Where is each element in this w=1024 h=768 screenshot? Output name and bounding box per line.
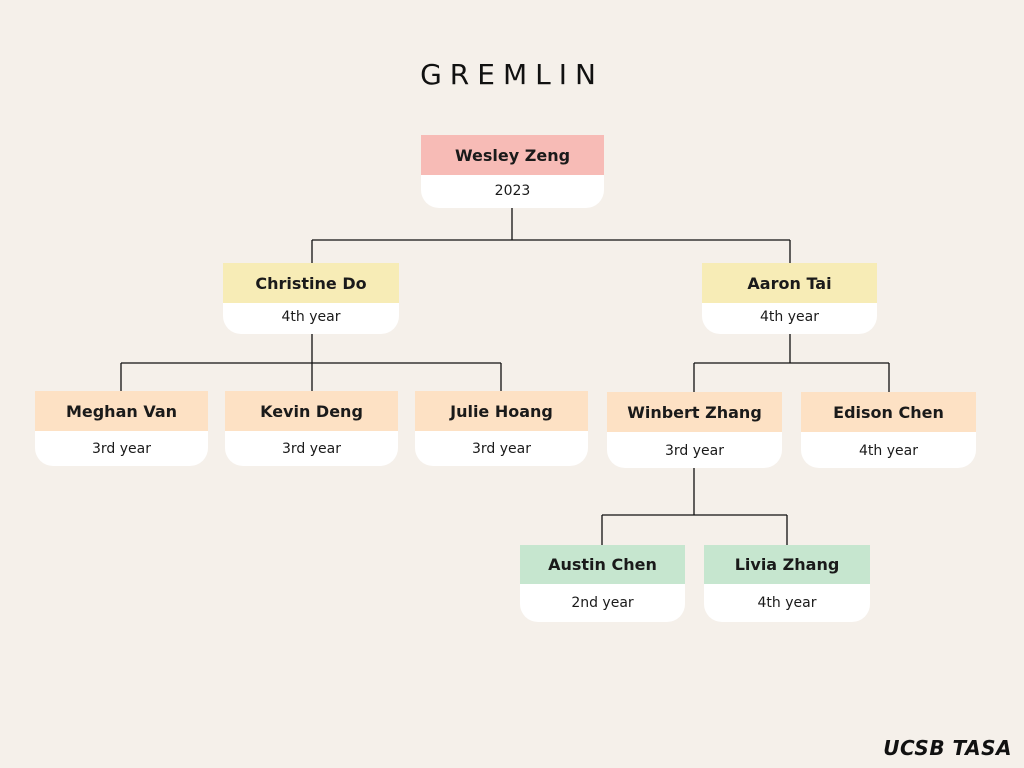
node-year: 2nd year bbox=[571, 595, 634, 611]
node-christine-do: Christine Do 4th year bbox=[223, 263, 399, 334]
node-year: 3rd year bbox=[472, 441, 531, 457]
connector-aaron-children bbox=[693, 334, 890, 392]
node-year: 3rd year bbox=[665, 443, 724, 459]
node-year: 3rd year bbox=[92, 441, 151, 457]
node-name: Wesley Zeng bbox=[421, 135, 604, 175]
node-name: Winbert Zhang bbox=[607, 392, 782, 432]
node-name: Christine Do bbox=[223, 263, 399, 303]
ucsb-tasa-logo: UCSB TASA bbox=[883, 736, 1012, 760]
diagram-title: GREMLIN bbox=[420, 58, 604, 91]
node-name: Livia Zhang bbox=[704, 545, 870, 584]
node-winbert-zhang: Winbert Zhang 3rd year bbox=[607, 392, 782, 468]
node-name: Austin Chen bbox=[520, 545, 685, 584]
node-name: Kevin Deng bbox=[225, 391, 398, 431]
connector-winbert-children bbox=[601, 468, 788, 545]
node-kevin-deng: Kevin Deng 3rd year bbox=[225, 391, 398, 466]
node-julie-hoang: Julie Hoang 3rd year bbox=[415, 391, 588, 466]
node-edison-chen: Edison Chen 4th year bbox=[801, 392, 976, 468]
connector-wesley-children bbox=[311, 208, 791, 263]
node-name: Julie Hoang bbox=[415, 391, 588, 431]
node-year: 4th year bbox=[757, 595, 817, 611]
node-meghan-van: Meghan Van 3rd year bbox=[35, 391, 208, 466]
node-name: Aaron Tai bbox=[702, 263, 877, 303]
node-wesley-zeng: Wesley Zeng 2023 bbox=[421, 135, 604, 208]
node-year: 4th year bbox=[760, 309, 819, 325]
node-name: Edison Chen bbox=[801, 392, 976, 432]
node-aaron-tai: Aaron Tai 4th year bbox=[702, 263, 877, 334]
connector-christine-children bbox=[120, 334, 502, 391]
node-livia-zhang: Livia Zhang 4th year bbox=[704, 545, 870, 622]
node-year: 3rd year bbox=[282, 441, 341, 457]
node-year: 4th year bbox=[281, 309, 341, 325]
node-austin-chen: Austin Chen 2nd year bbox=[520, 545, 685, 622]
node-year: 2023 bbox=[494, 183, 531, 199]
node-year: 4th year bbox=[859, 443, 918, 459]
node-name: Meghan Van bbox=[35, 391, 208, 431]
